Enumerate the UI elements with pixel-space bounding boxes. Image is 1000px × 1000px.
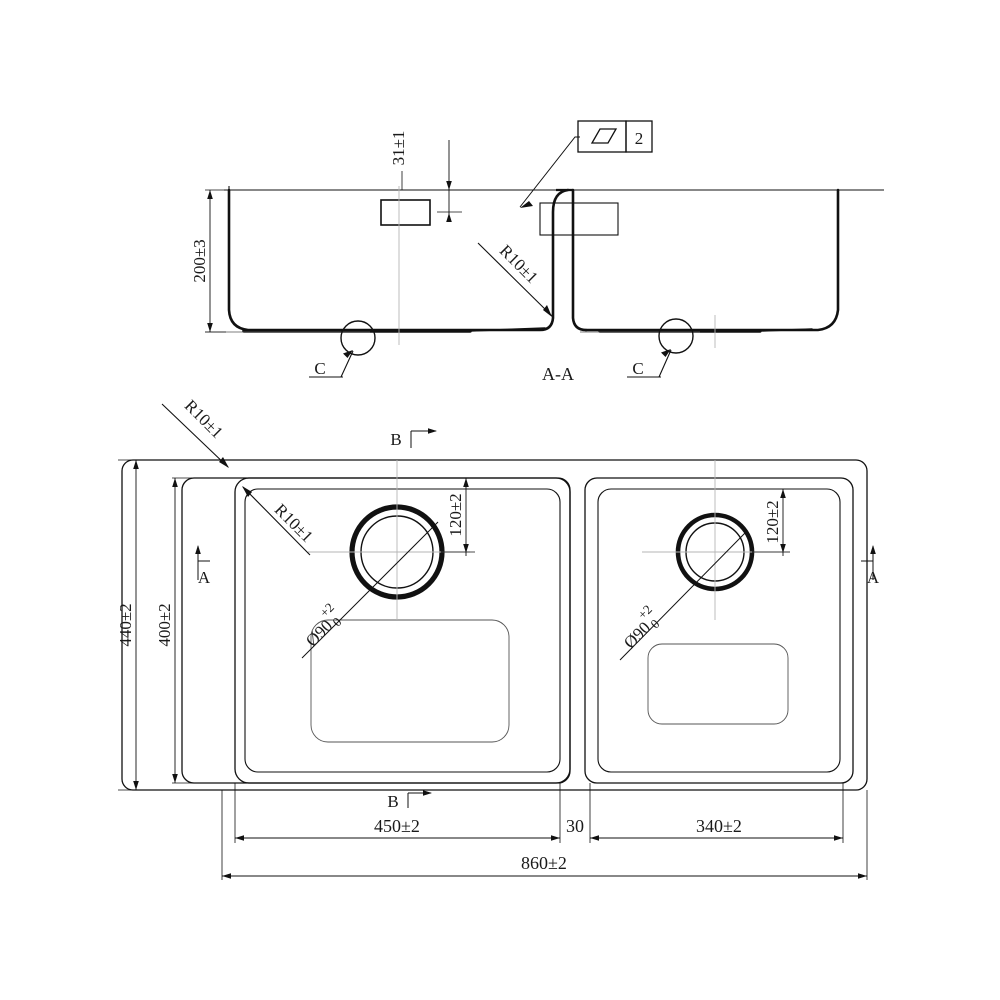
- dim-left-bowl-width-arrow-right: [551, 835, 560, 841]
- dim-right-offset-label: 120±2: [763, 500, 782, 543]
- dim-right-bowl-width-arrow-right: [834, 835, 843, 841]
- plan-outer-flange: [121, 459, 868, 791]
- detail-circle-c-right: [658, 318, 694, 354]
- leader-plan-bowl-radius-arrow: [242, 486, 252, 497]
- section-view-title: A-A: [542, 364, 574, 384]
- section-marker-b-bottom-arrow: [423, 790, 432, 796]
- section-marker-a-left-arrow: [195, 545, 201, 554]
- section-marker-a-left-label: A: [198, 568, 211, 587]
- plan-right-bowl-outer: [584, 477, 854, 784]
- detail-c-left-label: C: [314, 359, 325, 378]
- plan-right-bowl-inner: [597, 488, 841, 773]
- section-marker-b-top-label: B: [390, 430, 401, 449]
- dim-left-bowl-width: 450±2: [235, 816, 560, 841]
- section-marker-a-right: A: [861, 545, 880, 587]
- leader-section-radius: R10±1: [477, 241, 553, 317]
- plan-left-bowl-outer: [181, 477, 571, 784]
- surface-symbol-qty-label: 2: [635, 129, 644, 148]
- dim-overall-depth-arrow-bottom: [133, 781, 139, 790]
- dim-depth-arrow-bottom: [207, 323, 213, 332]
- dim-left-offset-arrow-top: [463, 478, 469, 487]
- dim-right-bowl-width-arrow-left: [590, 835, 599, 841]
- dim-depth-arrow-top: [207, 190, 213, 199]
- dim-section-depth: 200±3: [190, 189, 226, 333]
- section-marker-b-bottom: B: [387, 790, 432, 811]
- detail-c-left-leader: [340, 350, 354, 378]
- dim-rim-arrow-top: [446, 181, 452, 190]
- section-marker-b-bottom-label: B: [387, 792, 398, 811]
- section-marker-b-top: B: [390, 428, 437, 449]
- dim-bowl-depth: 400±2: [155, 477, 235, 784]
- dim-divider-width: 30: [566, 816, 584, 836]
- plan-left-bowl-inner-2: [244, 488, 561, 773]
- section-marker-a-right-label: A: [867, 568, 880, 587]
- section-marker-b-top-arrow: [428, 428, 437, 434]
- surface-symbol-leader: [519, 136, 580, 208]
- dim-left-offset-arrow-bottom: [463, 544, 469, 553]
- detail-callout-c-right: C: [627, 318, 694, 378]
- plan-view: Ø90 +2 0 Ø90 +2 0 120±2 120±2: [116, 396, 880, 880]
- dim-overall-width-label: 860±2: [521, 853, 567, 873]
- dim-right-bowl-width: 340±2: [590, 816, 843, 841]
- leader-plan-bowl-radius-line: [242, 486, 311, 556]
- section-divider-right-wall: [571, 188, 588, 332]
- dim-rim-arrow-bottom: [446, 213, 452, 222]
- dim-bowl-depth-arrow-bottom: [172, 774, 178, 783]
- dim-bowl-depth-arrow-top: [172, 478, 178, 487]
- detail-callout-c-left: C: [309, 320, 376, 378]
- plan-left-drain-recess: [310, 619, 510, 743]
- section-left-bracket: [380, 199, 431, 226]
- section-right-bowl-profile: [584, 188, 840, 332]
- dim-left-drain-leader: [301, 521, 439, 659]
- leader-plan-outer-radius-line: [161, 403, 229, 468]
- dim-left-offset-label: 120±2: [446, 493, 465, 536]
- dim-overall-width-arrow-left: [222, 873, 231, 879]
- plan-right-drain-recess: [647, 643, 789, 725]
- dim-right-drain-leader: [619, 532, 746, 661]
- detail-c-right-arrow: [661, 349, 671, 357]
- dim-overall-width: 860±2: [222, 853, 867, 879]
- section-left-bowl-base-taper: [469, 327, 546, 332]
- leader-plan-outer-radius: R10±1: [161, 396, 229, 468]
- surface-symbol-leader-arrow: [520, 201, 533, 208]
- dim-overall-width-arrow-right: [858, 873, 867, 879]
- surface-symbol-box: [577, 120, 627, 153]
- section-left-bowl-profile: [227, 188, 570, 332]
- dim-right-bowl-width-label: 340±2: [696, 816, 742, 836]
- dim-right-offset-arrow-bottom: [780, 544, 786, 553]
- dim-divider-width-label: 30: [566, 816, 584, 836]
- leader-plan-outer-radius-arrow: [219, 457, 229, 468]
- leader-section-radius-arrow: [543, 305, 552, 317]
- detail-circle-c-left: [340, 320, 376, 356]
- dim-overall-depth-arrow-top: [133, 460, 139, 469]
- dim-depth-label: 200±3: [190, 239, 209, 282]
- detail-c-right-label: C: [632, 359, 643, 378]
- dim-bowl-depth-label: 400±2: [155, 603, 174, 646]
- parallelogram-icon: [590, 128, 618, 144]
- dim-right-drain-offset: 120±2: [752, 489, 790, 556]
- section-center-bracket: [539, 202, 619, 236]
- section-right-bowl-base-taper: [759, 328, 813, 332]
- section-marker-a-left: A: [195, 545, 211, 587]
- section-marker-a-right-arrow: [870, 545, 876, 554]
- leader-section-radius-line: [477, 242, 553, 317]
- dim-overall-depth-label: 440±2: [116, 603, 135, 646]
- dim-rim-thickness: 31±1: [389, 131, 462, 222]
- leader-plan-bowl-radius: R10±1: [242, 486, 317, 556]
- dim-left-drain-offset: 120±2: [441, 478, 475, 556]
- dim-rim-label: 31±1: [389, 131, 408, 166]
- surface-symbol-callout: 2: [519, 120, 653, 208]
- detail-c-left-arrow: [343, 350, 353, 358]
- dim-left-bowl-width-arrow-left: [235, 835, 244, 841]
- dim-left-bowl-width-label: 450±2: [374, 816, 420, 836]
- detail-c-right-leader: [658, 349, 672, 378]
- dim-right-offset-arrow-top: [780, 489, 786, 498]
- surface-symbol-qty-box: [625, 120, 653, 153]
- section-view-aa: 200±3 31±1 R10±1 2: [190, 120, 884, 384]
- dim-overall-depth: 440±2: [116, 459, 175, 791]
- leader-section-radius-label: R10±1: [496, 241, 542, 287]
- leader-plan-outer-radius-label: R10±1: [181, 396, 227, 442]
- plan-left-bowl-inner: [234, 477, 571, 784]
